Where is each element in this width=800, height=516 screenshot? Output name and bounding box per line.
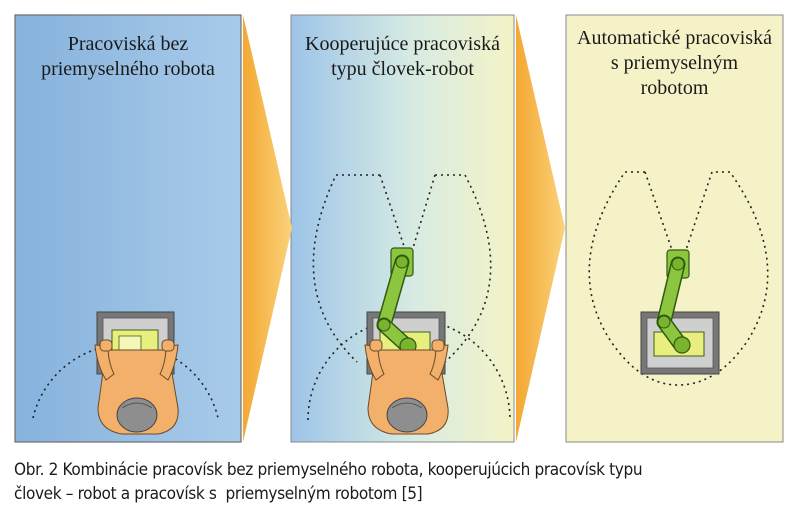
panel-2-workstation (307, 174, 511, 435)
panel-title-automatic: Automatické pracoviská s priemyselným ro… (566, 26, 783, 101)
worker-1 (94, 339, 179, 435)
figure-caption: Obr. 2 Kombinácie pracovísk bez priemyse… (14, 458, 739, 506)
panel-title-line: typu človek-robot (331, 58, 474, 80)
panel-3-workstation (588, 171, 769, 386)
robot-1 (376, 247, 417, 355)
diagram (14, 14, 784, 443)
panel-title-line: priemyselného robota (41, 58, 215, 80)
caption-line: Obr. 2 Kombinácie pracovísk bez priemyse… (14, 460, 643, 479)
worker-2 (364, 339, 449, 435)
panel-1-workstation (32, 311, 219, 435)
panel-title-cooperative: Kooperujúce pracoviská typu človek-robot (291, 32, 514, 82)
panel-automatic-bg (565, 14, 784, 443)
arrow-2 (516, 15, 565, 442)
panel-title-manual: Pracoviská bez priemyselného robota (15, 32, 241, 82)
panel-title-line: Automatické pracoviská (577, 27, 772, 49)
robot-2 (656, 249, 691, 354)
panel-title-line: Pracoviská bez (67, 33, 189, 55)
arrow-1 (243, 15, 292, 442)
caption-line: človek – robot a pracovísk s priemyselný… (14, 484, 423, 503)
panel-title-line: Kooperujúce pracoviská (305, 33, 500, 55)
panel-title-line: robotom (640, 77, 709, 99)
panel-title-line: s priemyselným (610, 52, 739, 74)
